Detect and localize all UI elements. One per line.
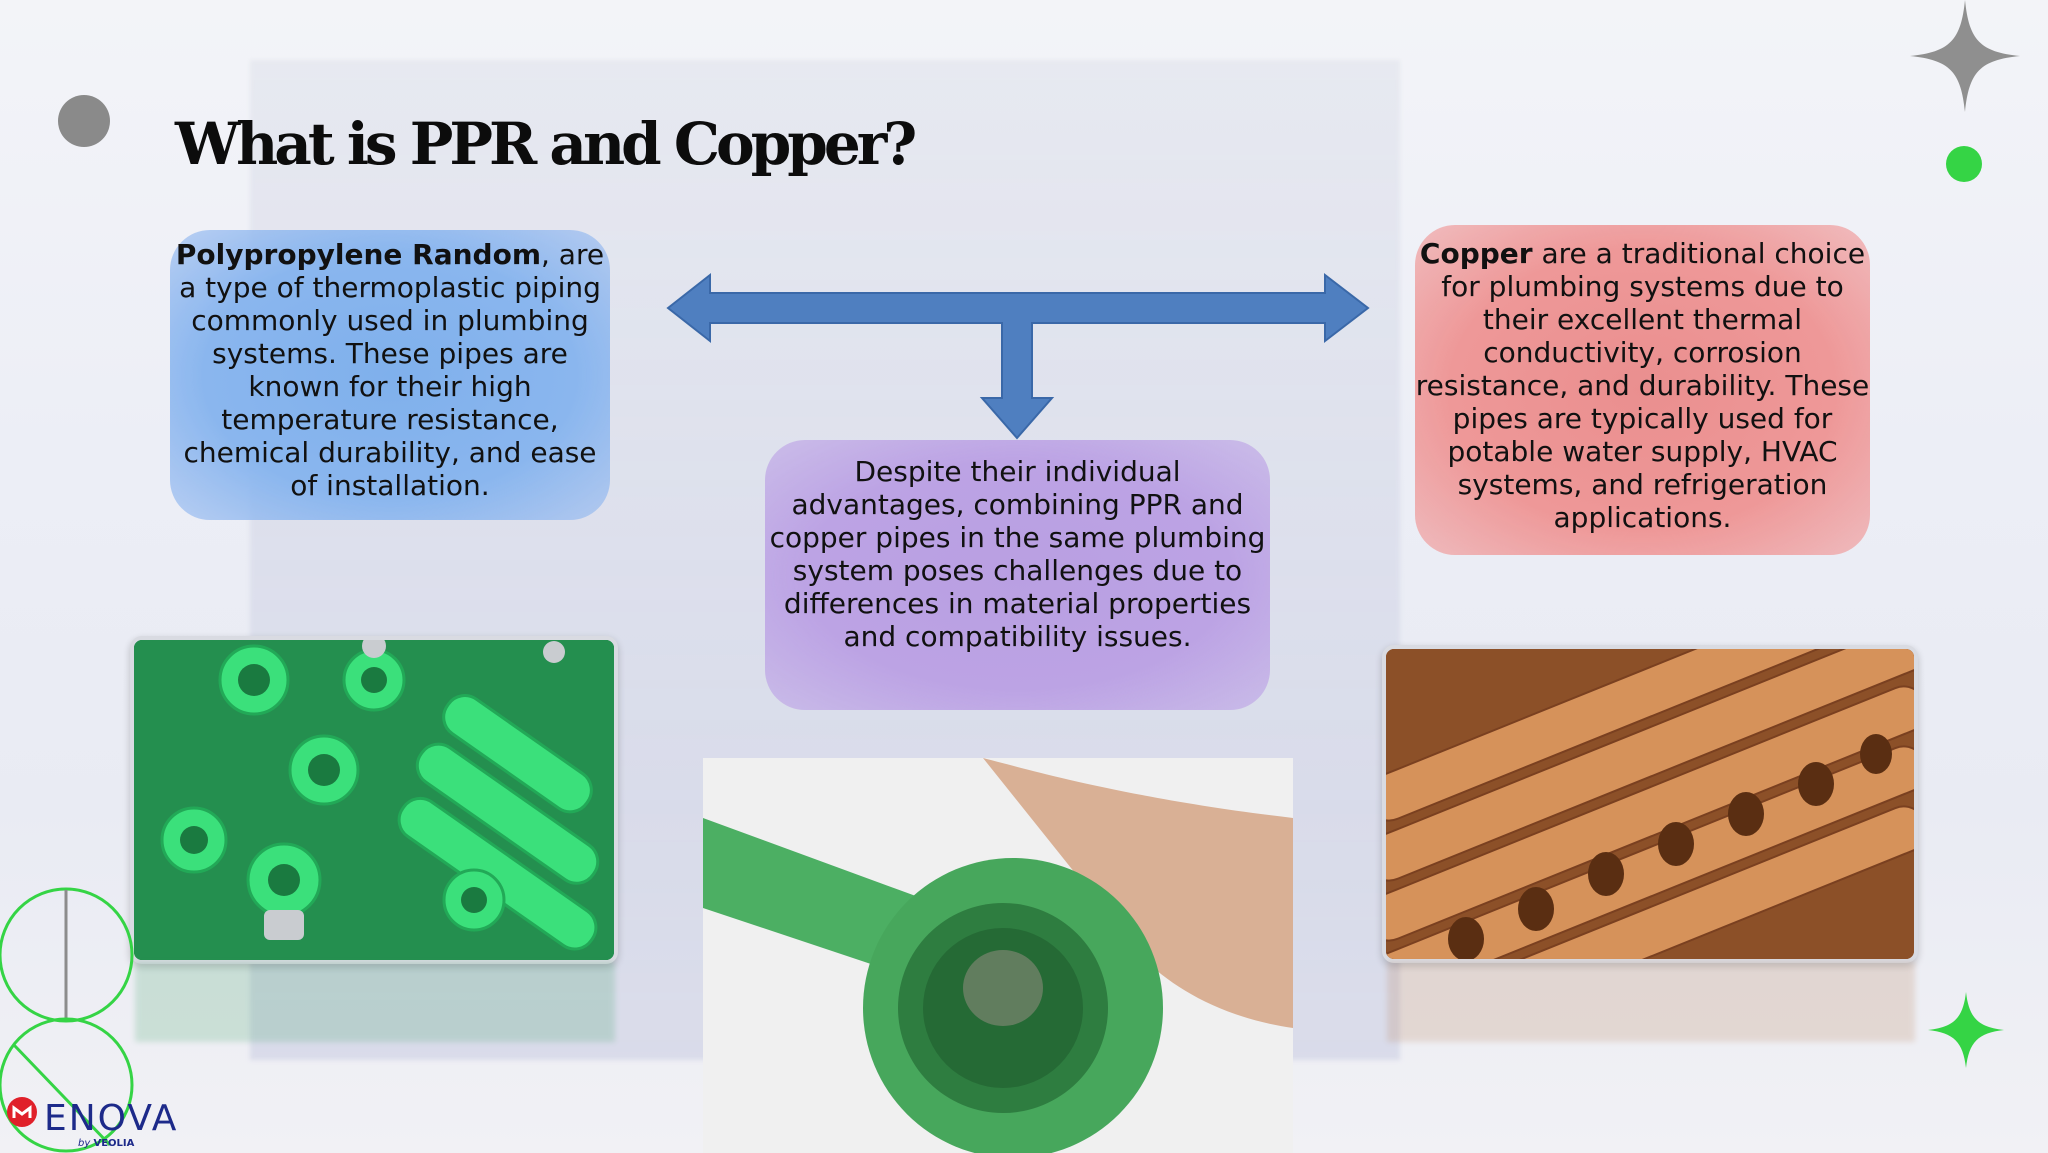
- combined-description-box: Despite their individual advantages, com…: [765, 440, 1270, 710]
- grey-star-icon: [1910, 0, 2020, 112]
- logo-parent: VEOLIA: [93, 1138, 135, 1149]
- grey-circle-decoration: [58, 95, 110, 147]
- copper-description: Copper are a traditional choice for plum…: [1415, 225, 1870, 534]
- copper-term: Copper: [1419, 237, 1533, 270]
- logo-by: by: [78, 1138, 91, 1149]
- combined-text: Despite their individual advantages, com…: [769, 455, 1266, 653]
- enova-logo-icon: [7, 1097, 37, 1127]
- ppr-photo-reflection: [135, 962, 615, 1042]
- copper-description-box: Copper are a traditional choice for plum…: [1415, 225, 1870, 555]
- copper-text: are a traditional choice for plumbing sy…: [1415, 237, 1870, 534]
- ppr-copper-joint-photo: [703, 758, 1293, 1153]
- copper-photo-reflection: [1387, 962, 1915, 1042]
- logo-byline: by VEOLIA: [78, 1138, 134, 1149]
- slide-title: What is PPR and Copper?: [175, 110, 917, 178]
- green-star-icon: [1928, 992, 2004, 1068]
- logo-name: ENOVA: [44, 1098, 179, 1139]
- ppr-description-box: Polypropylene Random, are a type of ther…: [170, 230, 610, 520]
- ppr-text: , are a type of thermoplastic piping com…: [179, 238, 605, 502]
- copper-pipes-photo: [1382, 645, 1918, 963]
- ppr-term: Polypropylene Random: [175, 238, 541, 271]
- ppr-description: Polypropylene Random, are a type of ther…: [170, 230, 610, 502]
- green-ring-decoration: [0, 887, 134, 1153]
- green-circle-decoration: [1946, 146, 1982, 182]
- ppr-fittings-photo: [130, 636, 618, 964]
